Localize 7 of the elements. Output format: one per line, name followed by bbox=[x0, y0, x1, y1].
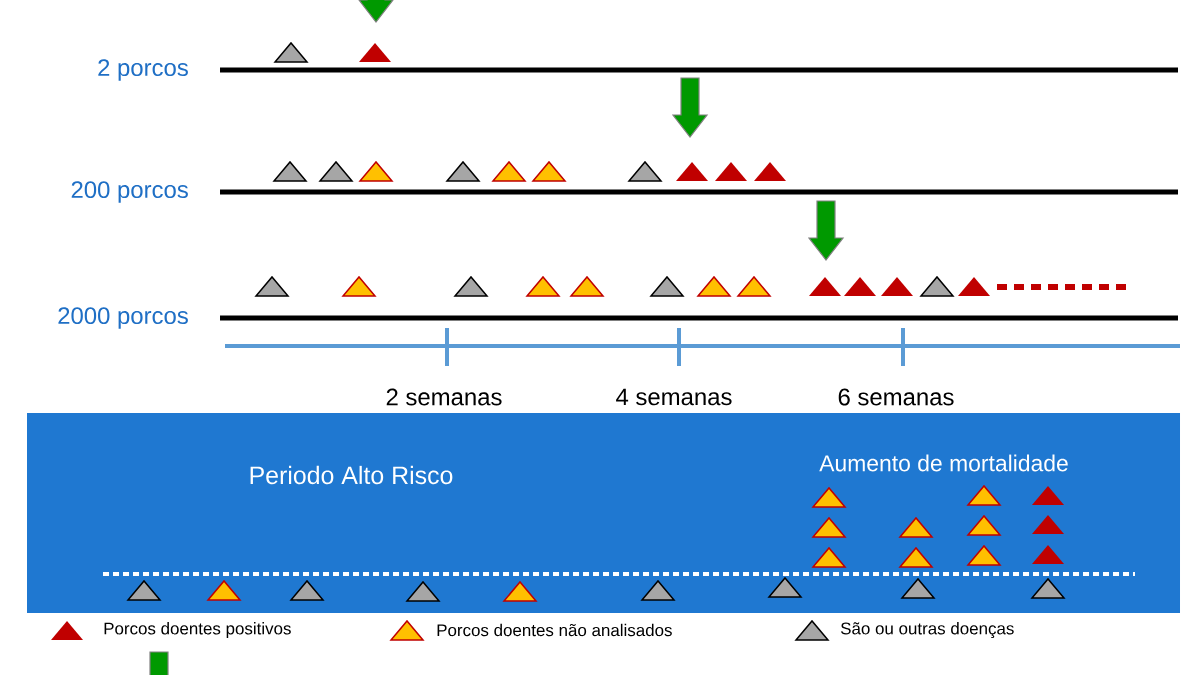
row-label: 2 porcos bbox=[98, 59, 188, 81]
legend-text: São ou outras doenças bbox=[840, 622, 1014, 638]
period-band: Periodo Alto Risco Aumento de mortalidade bbox=[27, 413, 1180, 613]
row-label: 2000 porcos bbox=[58, 307, 188, 329]
row-label: 200 porcos bbox=[71, 181, 188, 203]
legend-text: Porcos doentes positivos bbox=[104, 622, 291, 638]
legend-text: Porcos doentes não analisados bbox=[437, 623, 672, 637]
